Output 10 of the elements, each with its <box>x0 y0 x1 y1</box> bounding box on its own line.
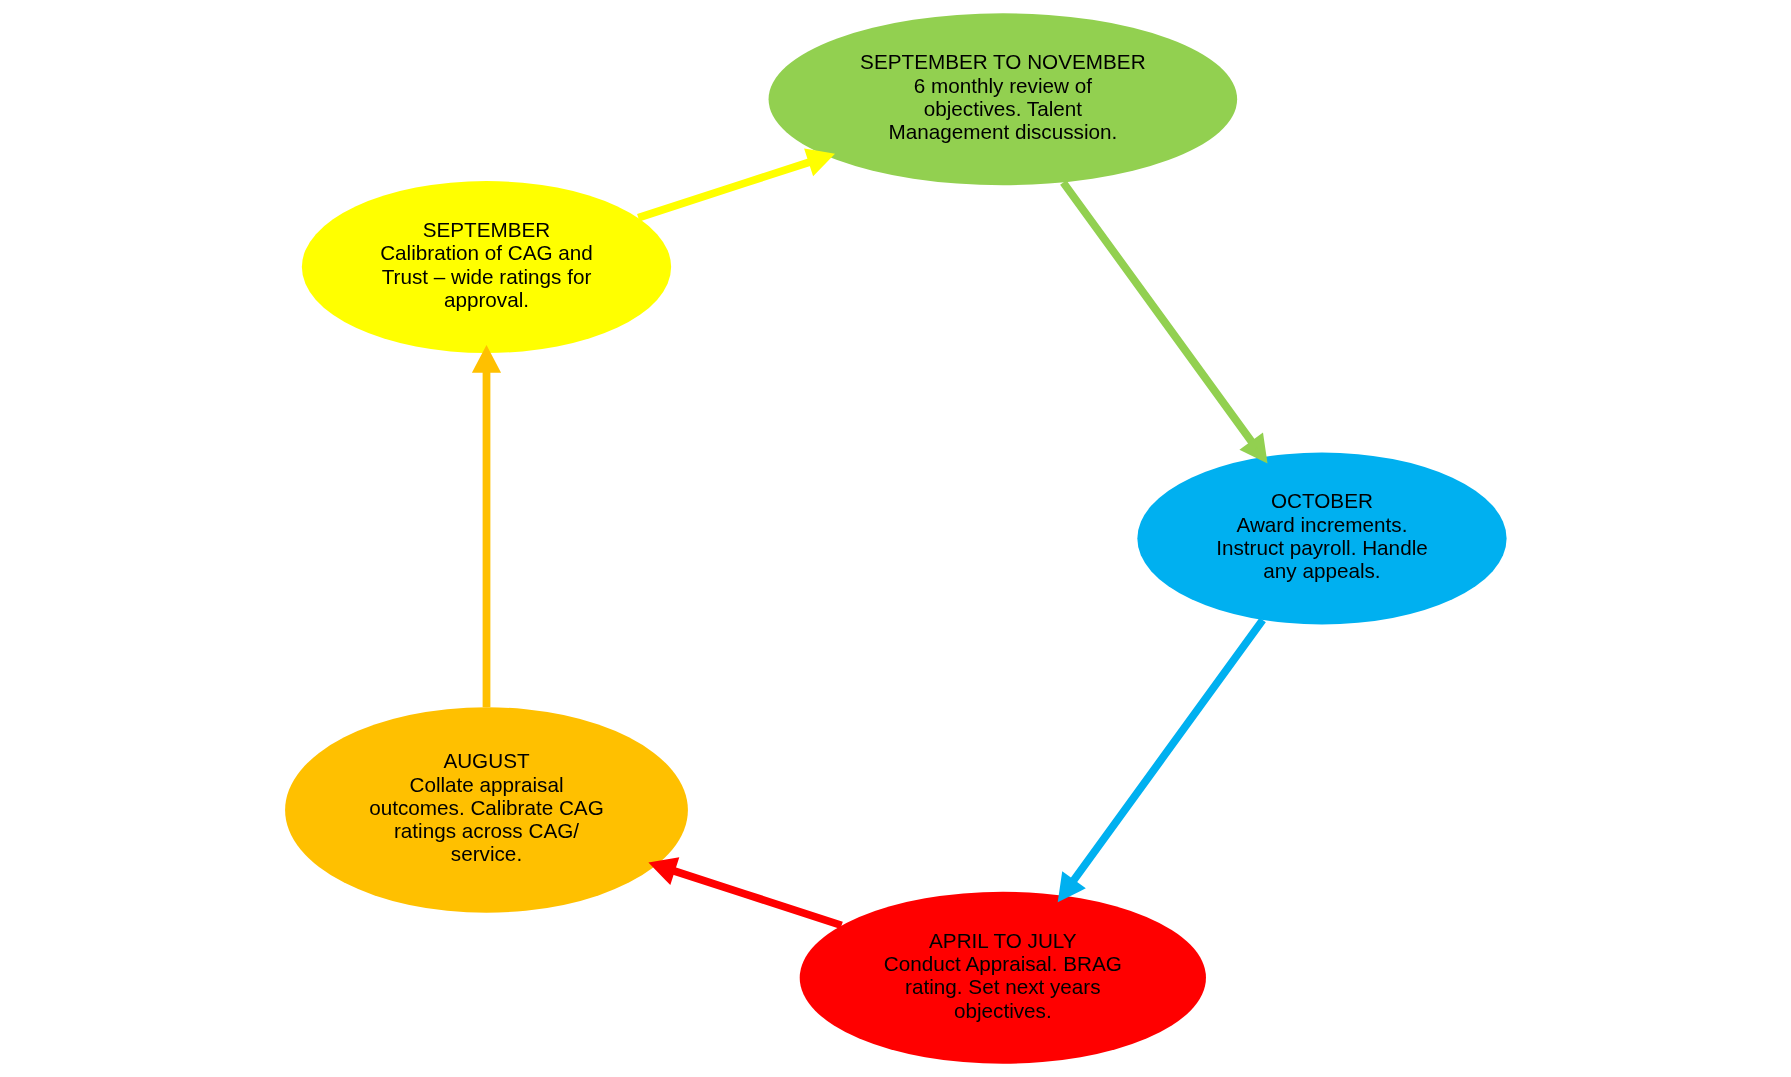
node-ellipse: OCTOBER Award increments. Instruct payroll. Handle any appeals. <box>1136 452 1507 625</box>
arrow <box>1059 180 1268 464</box>
node-ellipse: APRIL TO JULY Conduct Appraisal. BRAG rating. Set next years objectives. <box>799 891 1206 1064</box>
arrow <box>647 857 843 930</box>
node-ellipse: AUGUST Collate appraisal outcomes. Calibrate CAG ratings across CAG/ service. <box>284 707 688 913</box>
arrow <box>636 148 835 222</box>
arrow <box>1057 617 1266 903</box>
node-ellipse: SEPTEMBER Calibration of CAG and Trust – wide ratings for approval. <box>301 181 671 354</box>
node-ellipse: SEPTEMBER TO NOVEMBER 6 monthly review of objectives. Talent Management discussion. <box>768 13 1237 186</box>
arrow <box>471 344 501 708</box>
